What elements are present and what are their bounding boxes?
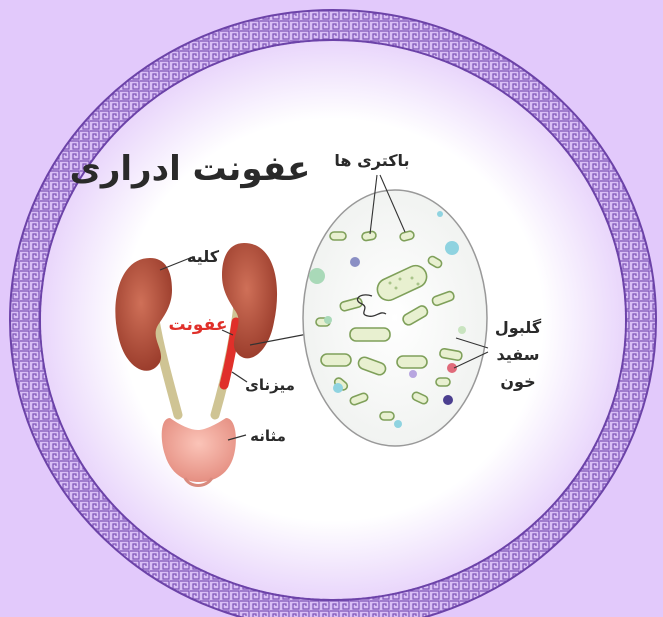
label-bladder: مثانه xyxy=(250,427,286,445)
bacterium xyxy=(350,328,390,341)
bacterium xyxy=(321,354,351,366)
svg-text:سفید: سفید xyxy=(496,345,539,364)
label-ureter: میزنای xyxy=(245,376,295,394)
diagram-title: عفونت ادراری xyxy=(70,149,311,189)
svg-text:گلبول: گلبول xyxy=(495,318,542,337)
bacterium xyxy=(330,232,346,240)
svg-text:خون: خون xyxy=(500,372,535,391)
bacterium xyxy=(380,412,394,420)
bacterium xyxy=(397,356,427,368)
bacterium xyxy=(361,231,376,241)
label-infection: عفونت xyxy=(169,315,228,335)
label-bacteria: باکتری ها xyxy=(334,151,409,170)
label-white-blood-cell: گلبول سفید خون xyxy=(495,318,542,391)
bacterium xyxy=(436,378,450,386)
label-kidney: کلیه xyxy=(187,247,220,266)
